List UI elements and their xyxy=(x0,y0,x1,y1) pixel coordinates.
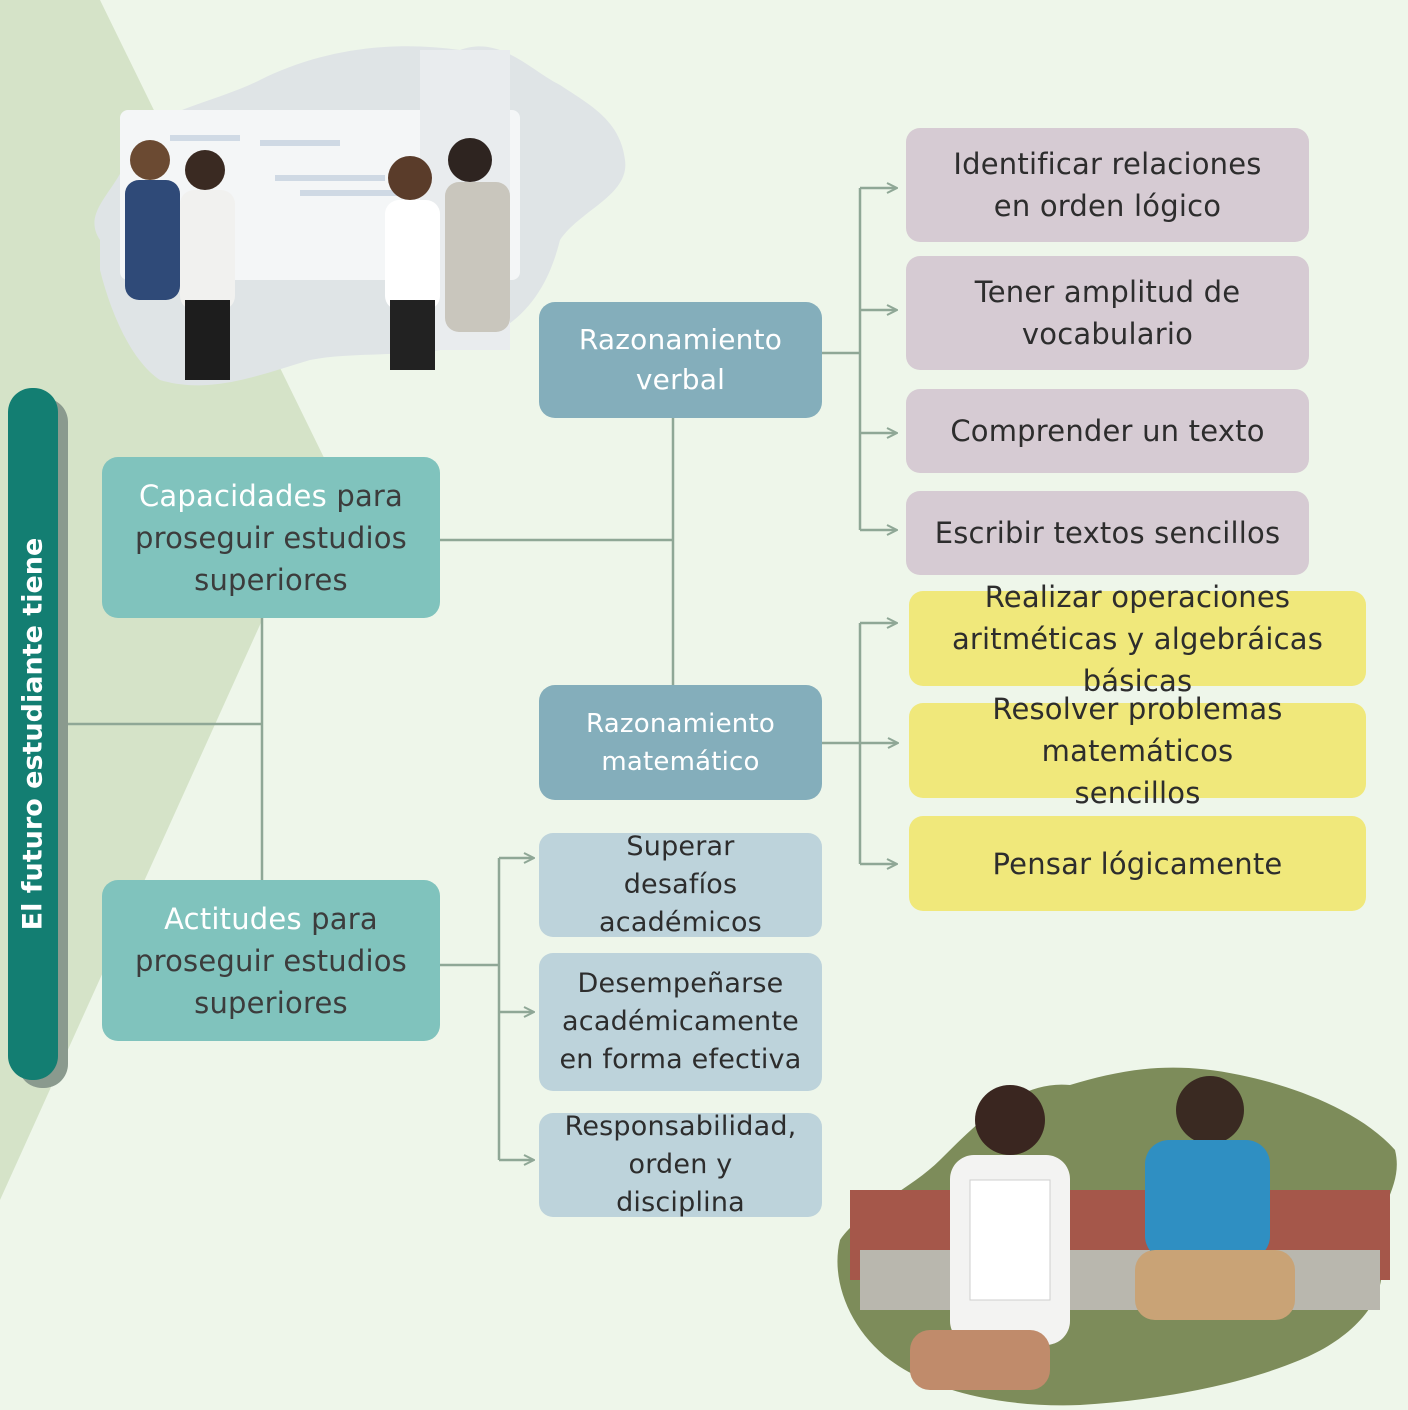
actitudes-item: Superar desafíos académicos xyxy=(539,831,822,938)
actitudes-highlight: Actitudes xyxy=(164,901,302,936)
students-whiteboard-photo xyxy=(94,46,626,386)
math-item: Realizar operaciones aritméticas y algeb… xyxy=(909,580,1366,698)
title-bar xyxy=(8,388,58,1080)
verbal-item: Identificar relaciones en orden lógico xyxy=(906,128,1309,242)
verbal-item: Tener amplitud de vocabulario xyxy=(906,256,1309,370)
razonamiento-matematico-node: Razonamiento matemático xyxy=(539,685,822,800)
math-item: Resolver problemas matemáticos sencillos xyxy=(909,692,1366,810)
students-sitting-photo xyxy=(837,1067,1397,1406)
capacidades-rest: para proseguir estudios superiores xyxy=(135,478,407,597)
math-item: Pensar lógicamente xyxy=(909,816,1366,911)
diagram-title: El futuro estudiante tiene xyxy=(17,537,49,931)
actitudes-node: Actitudes para proseguir estudios superi… xyxy=(102,880,440,1041)
actitudes-item: Responsabilidad, orden y disciplina xyxy=(539,1111,822,1218)
razonamiento-verbal-node: Razonamiento verbal xyxy=(539,302,822,418)
capacidades-node: Capacidades para proseguir estudios supe… xyxy=(102,457,440,618)
capacidades-highlight: Capacidades xyxy=(138,478,327,513)
actitudes-rest: para proseguir estudios superiores xyxy=(135,901,407,1020)
actitudes-item: Desempeñarse académicamente en forma efe… xyxy=(539,953,822,1091)
verbal-item: Comprender un texto xyxy=(906,389,1309,473)
verbal-item: Escribir textos sencillos xyxy=(906,491,1309,575)
